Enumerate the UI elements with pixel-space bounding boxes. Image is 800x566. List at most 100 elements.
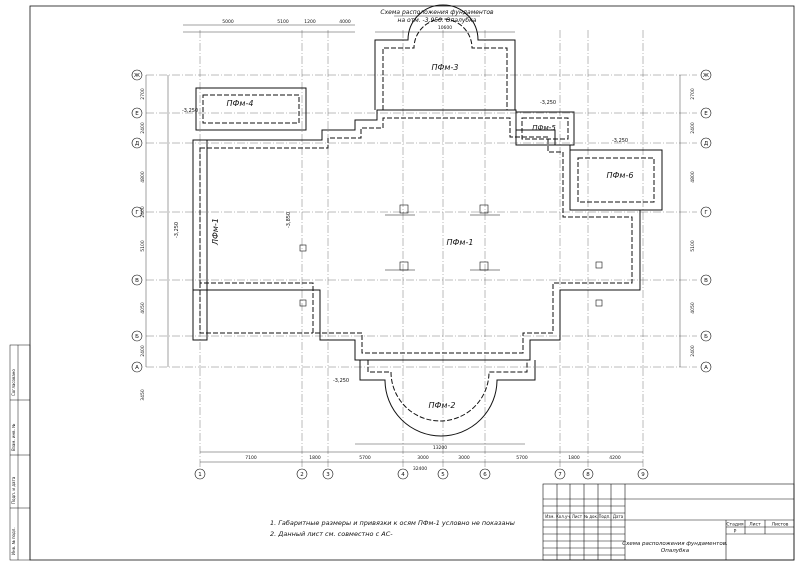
axis-bubble-number	[296, 468, 308, 480]
axis-letter-label: Д	[135, 141, 140, 147]
right-dimension: 4050	[690, 302, 696, 314]
stamp-header: Кол.уч.	[556, 514, 571, 519]
axis-bubble-number	[322, 468, 334, 480]
right-dimension: 5100	[690, 240, 696, 252]
elevation-mark-topleft: -3,250	[182, 108, 198, 114]
axis-bubble-letter	[700, 107, 712, 119]
bottom-dimension: 7100	[245, 455, 257, 461]
axis-letter-label: В	[704, 278, 708, 284]
strip-label-inv: Инв. № подл.	[11, 527, 16, 555]
axis-bubble-letter	[131, 274, 143, 286]
label-pfm1: ПФм-1	[447, 238, 474, 247]
right-dimension: 2400	[690, 122, 696, 134]
top-dimension: 1200	[304, 19, 316, 25]
stamp-header: № док.	[584, 514, 598, 519]
level-mark-side: -3,850	[286, 212, 292, 228]
note-1: 1. Габаритные размеры и привязки к осям …	[270, 519, 515, 527]
label-pfm2: ПФм-2	[429, 401, 456, 410]
axis-bubble-letter	[700, 69, 712, 81]
right-dimension: 2400	[690, 345, 696, 357]
axis-letter-label: А	[704, 365, 708, 371]
stamp-header: Лист	[572, 514, 583, 519]
label-lfm1: ЛФм-1	[211, 218, 220, 246]
axis-bubble-letter	[700, 206, 712, 218]
axis-bubble-number	[479, 468, 491, 480]
stamp-doc-title-1: Схема расположения фундаментов.	[622, 541, 728, 547]
axis-bubble-number	[397, 468, 409, 480]
stamp-header: Изм.	[545, 514, 554, 519]
elevation-mark-left: -3,250	[174, 222, 180, 238]
axis-number-label: 8	[586, 472, 590, 478]
axis-letter-label: Е	[704, 111, 708, 117]
left-dimension: 2400	[140, 345, 146, 357]
bottom-dimension: 3000	[458, 455, 470, 461]
axis-bubble-letter	[700, 274, 712, 286]
foundation-pfm5-outline	[515, 111, 575, 146]
stamp-sheets-label: Листов	[772, 522, 789, 528]
axis-bubble-letter	[700, 137, 712, 149]
foundation-pfm4-outline	[195, 87, 307, 131]
bottom-dimension: 4200	[609, 455, 621, 461]
axis-bubble-letter	[131, 330, 143, 342]
stamp-doc-title-2: Опалубка	[661, 548, 690, 554]
label-pfm6: ПФм-6	[607, 171, 634, 180]
axis-letter-label: Г	[135, 210, 139, 216]
top-dimension: 4000	[339, 19, 351, 25]
strip-label-replace: Взам. инв. №	[11, 424, 16, 451]
drawing-title-line2: на отм. -3,950. Опалубка	[398, 17, 477, 24]
axis-number-label: 1	[198, 472, 202, 478]
axis-number-label: 4	[401, 472, 405, 478]
bottom-total-dimension: 32400	[413, 466, 427, 472]
axis-letter-label: Б	[135, 334, 139, 340]
title-block	[542, 483, 795, 561]
axis-letter-label: Ж	[703, 73, 709, 79]
axis-number-label: 9	[641, 472, 645, 478]
foundation-pfm2-outline	[359, 360, 536, 437]
bottom-dimension: 5700	[516, 455, 528, 461]
bottom-sub-dimension: 13200	[433, 445, 447, 451]
axis-grid	[146, 30, 697, 467]
drawing-title-line1: Схема расположения фундаментов	[380, 9, 494, 16]
axis-bubble-letter	[131, 107, 143, 119]
axis-bubble-number	[637, 468, 649, 480]
axis-letter-label: Д	[704, 141, 709, 147]
bottom-dimension: 1800	[309, 455, 321, 461]
stamp-stage-label: Стадия	[726, 522, 744, 528]
sheet-frame	[29, 5, 795, 561]
right-dimension: 2700	[690, 88, 696, 100]
left-dimension: 3450	[140, 389, 146, 401]
elevation-mark-bottom: -3,250	[333, 378, 349, 384]
label-pfm3: ПФм-3	[432, 63, 459, 72]
label-pfm4: ПФм-4	[227, 99, 254, 108]
axis-letter-label: В	[135, 278, 139, 284]
axis-number-label: 2	[300, 472, 304, 478]
bottom-dimension: 1800	[568, 455, 580, 461]
left-dimension: 2400	[140, 122, 146, 134]
elevation-mark-right1: -3,250	[540, 100, 556, 106]
axis-bubble-number	[582, 468, 594, 480]
top-dimension: 5100	[277, 19, 289, 25]
foundation-pfm6-outline	[569, 149, 663, 211]
strip-label-agreed: Согласовано	[11, 369, 16, 396]
label-pfm5: ПФм-5	[532, 124, 556, 132]
note-2: 2. Данный лист см. совместно с АС-	[270, 530, 393, 538]
left-dimension: 4050	[140, 302, 146, 314]
top-sub-dimension: 10600	[438, 25, 452, 31]
axis-bubble-letter	[131, 361, 143, 373]
elevation-mark-right2: -3,250	[612, 138, 628, 144]
axis-bubble-letter	[700, 361, 712, 373]
left-dimension: 4800	[140, 171, 146, 183]
axis-number-label: 7	[558, 472, 562, 478]
right-dimension: 4800	[690, 171, 696, 183]
axis-bubble-letter	[131, 137, 143, 149]
stamp-sheet-label: Лист	[749, 522, 761, 528]
stamp-stage-value: Р	[734, 529, 737, 535]
axis-number-label: 5	[441, 472, 445, 478]
axis-bubble-letter	[700, 330, 712, 342]
axis-bubble-number	[554, 468, 566, 480]
axis-number-label: 6	[483, 472, 487, 478]
left-dimension: 2700	[140, 88, 146, 100]
